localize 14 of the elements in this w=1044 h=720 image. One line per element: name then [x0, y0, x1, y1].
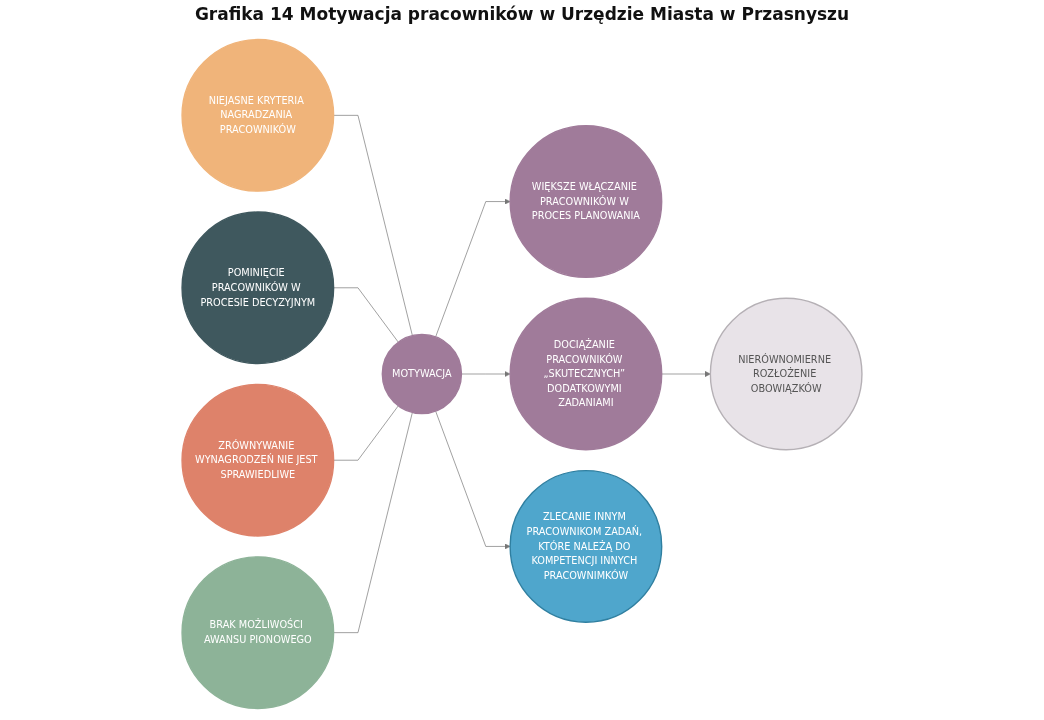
node-circle: MOTYWACJA	[381, 333, 463, 415]
node-circle: POMINIĘCIE PRACOWNIKÓW W PROCESIE DECYZYJNYM	[181, 211, 335, 365]
node-circle: WIĘKSZE WŁĄCZANIE PRACOWNIKÓW W PROCES PLANOWANIA	[509, 125, 663, 279]
node-circle: ZLECANIE INNYM PRACOWNIKOM ZADAŃ, KTÓRE NALEŻĄ DO KOMPETENCJI INNYCH PRACOWNIMKÓW	[509, 469, 663, 623]
connector	[333, 287, 399, 343]
connector	[333, 115, 413, 336]
node-circle: ZRÓWNYWANIE WYNAGRODZEŃ NIE JEST SPRAWIEDLIWE	[181, 383, 335, 537]
node-circle: NIEJASNE KRYTERIA NAGRADZANIA PRACOWNIKÓW	[181, 38, 335, 192]
node-circle: DOCIĄŻANIE PRACOWNIKÓW „SKUTECZNYCH” DODATKOWYMI ZADANIAMI	[509, 297, 663, 451]
diagram-title: Grafika 14 Motywacja pracowników w Urzędzie Miasta w Przasnyszu	[193, 4, 851, 24]
connector	[333, 405, 399, 461]
connector	[333, 412, 413, 633]
node-circle: BRAK MOŻLIWOŚCI AWANSU PIONOWEGO	[181, 556, 335, 710]
node-circle: NIERÓWNOMIERNE ROZŁOŻENIE OBOWIĄZKÓW	[709, 297, 863, 451]
